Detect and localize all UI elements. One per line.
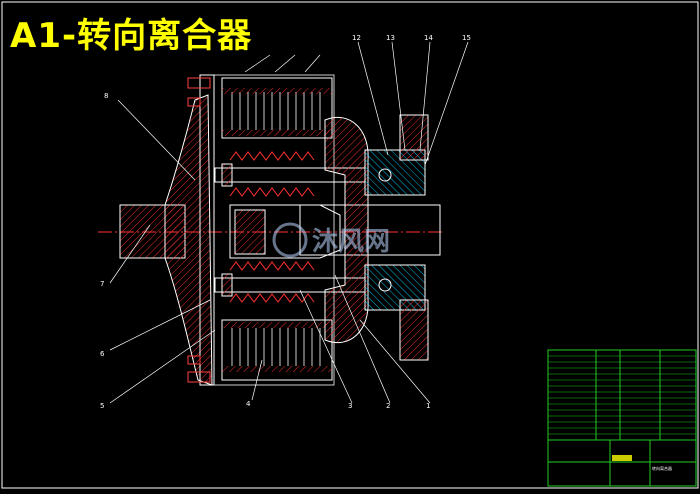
callout-14: 14 — [424, 34, 433, 42]
callout-12: 12 — [352, 34, 361, 42]
flange-bolts — [187, 77, 211, 383]
central-hub — [229, 204, 441, 259]
friction-disc-pack-bottom — [221, 319, 333, 381]
callout-8: 8 — [104, 92, 108, 100]
callout-15: 15 — [462, 34, 471, 42]
drawing-title: A1-转向离合器 — [10, 16, 253, 56]
callout-5: 5 — [100, 402, 104, 410]
callout-7: 7 — [100, 280, 104, 288]
pressure-springs — [229, 151, 315, 303]
callout-6: 6 — [100, 350, 105, 358]
callout-labels: 8 7 6 5 4 3 2 1 12 13 14 15 — [100, 34, 471, 410]
callout-3: 3 — [348, 402, 352, 410]
title-block-highlight — [612, 455, 632, 461]
callout-1: 1 — [426, 402, 430, 410]
watermark: 沐风网 — [272, 222, 390, 258]
bearing-housing — [324, 114, 429, 361]
title-block — [547, 349, 697, 487]
callout-2: 2 — [386, 402, 390, 410]
title-block-rows — [548, 355, 696, 435]
svg-text:沐风网: 沐风网 — [312, 227, 390, 257]
friction-disc-pack-top — [221, 77, 333, 139]
callout-13: 13 — [386, 34, 395, 42]
callout-4: 4 — [246, 400, 251, 408]
title-block-name: 转向离合器 — [652, 465, 672, 471]
leader-lines — [109, 41, 469, 404]
